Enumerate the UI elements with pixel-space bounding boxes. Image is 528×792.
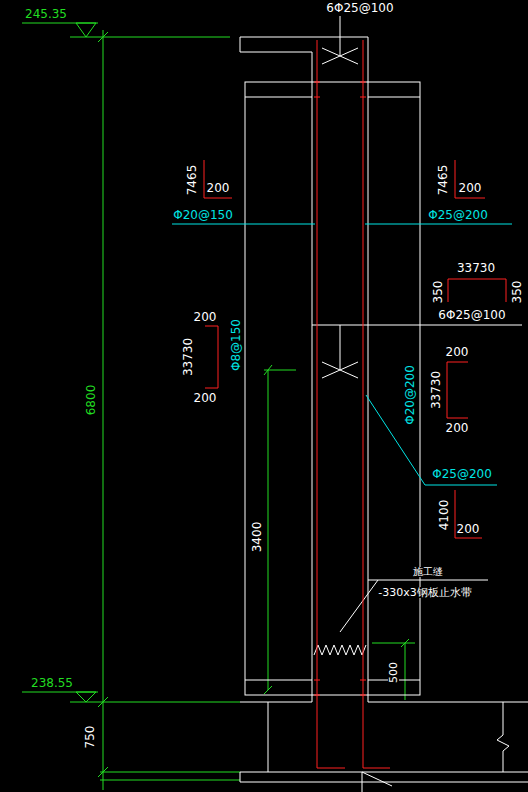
bar-length: 7465 xyxy=(186,164,198,197)
bar-length: 33730 xyxy=(430,370,442,410)
bar-length: 200 xyxy=(445,346,470,358)
joint-note: 施工缝 xyxy=(412,567,444,577)
rebar-callout: Φ20@150 xyxy=(172,209,234,221)
joint-note: -330x3钢板止水带 xyxy=(377,587,472,598)
bar-length: 4100 xyxy=(438,499,450,532)
bar-length: 200 xyxy=(458,182,483,194)
bar-length: 200 xyxy=(206,182,231,194)
bar-length: 33730 xyxy=(182,337,194,377)
elevation-label: 238.55 xyxy=(30,677,74,689)
dimension-label: 6800 xyxy=(85,384,97,417)
bar-length: 7465 xyxy=(437,164,449,197)
bar-length: 200 xyxy=(193,311,218,323)
rebar-callout: Φ8@150 xyxy=(230,318,242,372)
dimension-lines xyxy=(22,23,415,790)
rebar-leaders xyxy=(172,224,512,485)
dimension-label: 3400 xyxy=(251,521,263,554)
bar-length: 200 xyxy=(445,422,470,434)
bar-length: 33730 xyxy=(456,262,496,274)
concrete-outline xyxy=(240,16,528,792)
rebar-callout: Φ25@200 xyxy=(427,209,489,221)
dimension-label: 750 xyxy=(84,725,96,750)
dimension-label: 500 xyxy=(388,661,399,684)
rebar-callout: Φ20@200 xyxy=(404,364,416,426)
rebar-callout: Φ25@200 xyxy=(431,468,493,480)
bar-length: 350 xyxy=(432,280,444,305)
bar-length: 200 xyxy=(193,392,218,404)
elevation-label: 245.35 xyxy=(24,8,68,20)
rebar-callout: 6Φ25@100 xyxy=(437,309,506,321)
bar-length: 200 xyxy=(456,523,481,535)
rebar-callout: 6Φ25@100 xyxy=(325,2,394,14)
bar-length: 350 xyxy=(511,280,523,305)
rebar-lines xyxy=(204,40,506,768)
